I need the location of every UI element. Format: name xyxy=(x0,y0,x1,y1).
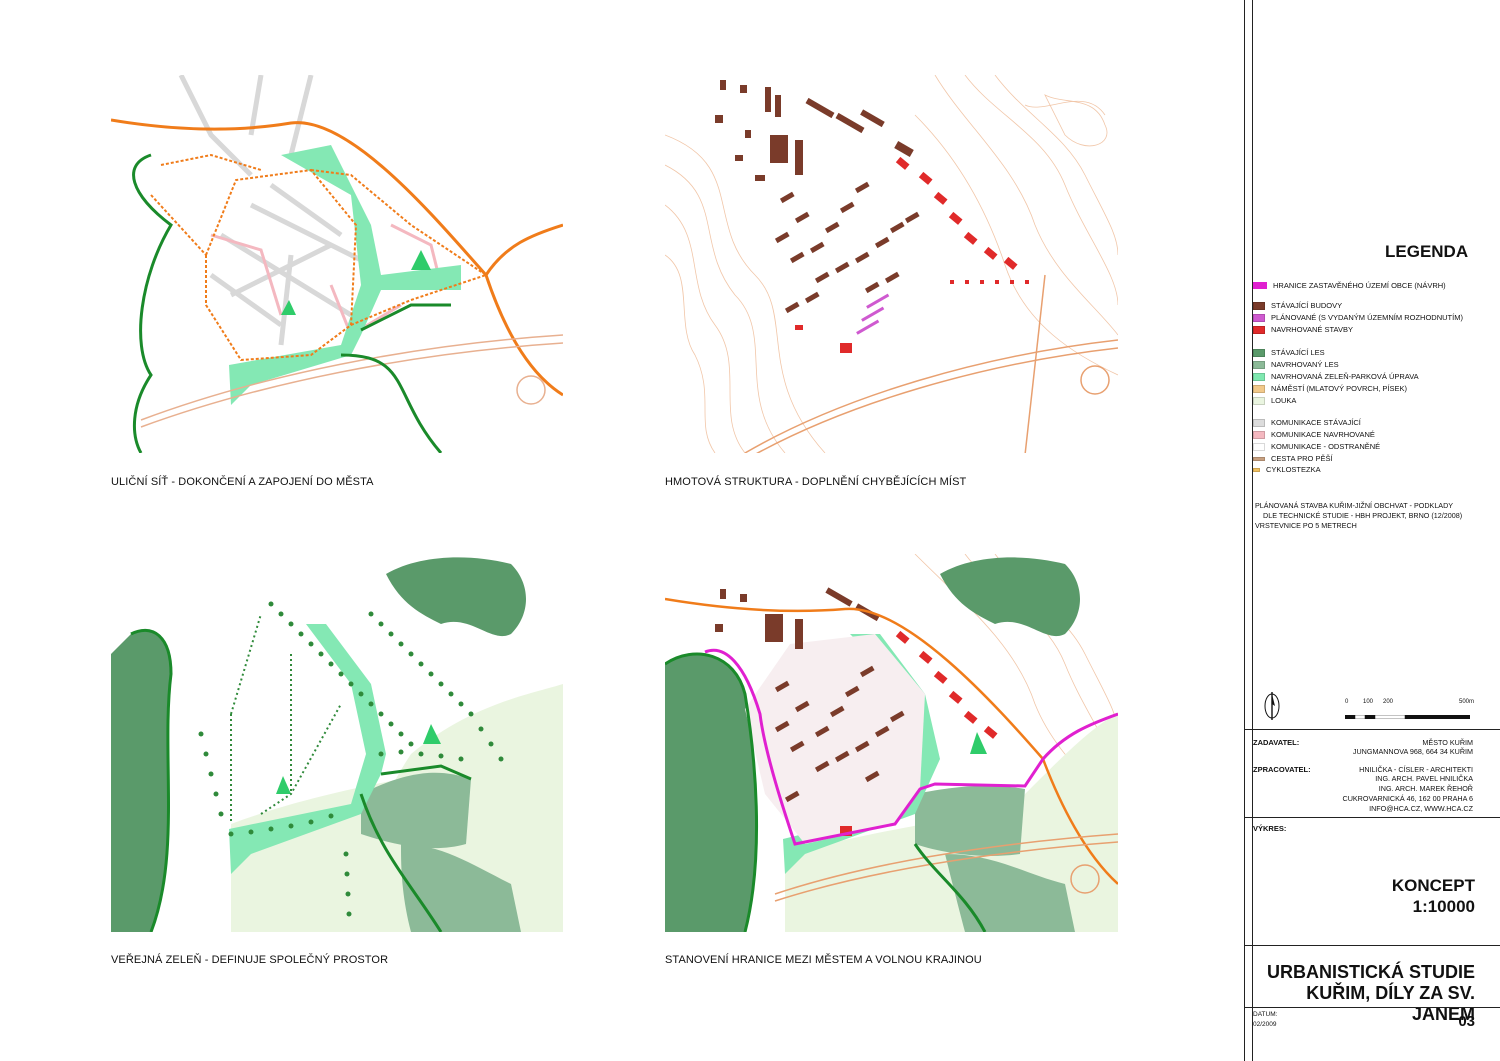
legend-swatch xyxy=(1253,313,1265,322)
legend-swatch xyxy=(1253,282,1267,289)
legend-note-3: VRSTEVNICE PO 5 METRECH xyxy=(1255,521,1357,530)
legend-label: NAVRHOVANÝ LES xyxy=(1271,360,1339,369)
scale-label-500: 500m xyxy=(1459,699,1475,705)
legend-swatch xyxy=(1253,301,1265,310)
legend-item: NAVRHOVANÉ STAVBY xyxy=(1253,325,1353,334)
legend-swatch xyxy=(1253,396,1265,405)
legend-swatch xyxy=(1253,456,1265,461)
legend-swatch xyxy=(1253,442,1265,451)
legend-label: CYKLOSTEZKA xyxy=(1266,465,1321,474)
drawing-scale: 1:10000 xyxy=(1412,897,1475,916)
zadavatel-address: JUNGMANNOVA 968, 664 34 KUŘIM xyxy=(1352,747,1473,756)
rule-2 xyxy=(1245,817,1500,818)
scale-bar xyxy=(1345,706,1470,720)
legend-swatch xyxy=(1253,372,1265,381)
legend-swatch xyxy=(1253,325,1265,334)
caption-public-green: VEŘEJNÁ ZELEŇ - DEFINUJE SPOLEČNÝ PROSTO… xyxy=(111,954,389,966)
legend-swatch xyxy=(1253,430,1265,439)
zadavatel-label: ZADAVATEL: xyxy=(1253,738,1300,747)
legend-item: NÁMĚSTÍ (MLATOVÝ POVRCH, PÍSEK) xyxy=(1253,384,1407,393)
scale-label-100: 100 xyxy=(1363,699,1374,705)
map-public-green xyxy=(111,554,563,932)
zadavatel-name: MĚSTO KUŘIM xyxy=(1422,738,1473,747)
caption-mass-structure: HMOTOVÁ STRUKTURA - DOPLNĚNÍ CHYBĚJÍCÍCH… xyxy=(665,476,967,488)
sheet-number: 03 xyxy=(1458,1013,1475,1030)
rule-1 xyxy=(1245,729,1500,730)
legend-note-1: PLÁNOVANÁ STAVBA KUŘIM-JIŽNÍ OBCHVAT - P… xyxy=(1255,501,1454,510)
legend-label: NAVRHOVANÉ STAVBY xyxy=(1271,325,1353,334)
legend-label: NÁMĚSTÍ (MLATOVÝ POVRCH, PÍSEK) xyxy=(1271,384,1407,393)
legend-label: KOMUNIKACE NAVRHOVANÉ xyxy=(1271,430,1375,439)
scale-label-0: 0 xyxy=(1345,699,1349,705)
zpracovatel-line-1: HNILIČKA - CÍSLER - ARCHITEKTI xyxy=(1359,765,1473,774)
legend-label: KOMUNIKACE STÁVAJÍCÍ xyxy=(1271,418,1361,427)
legend-item: KOMUNIKACE NAVRHOVANÉ xyxy=(1253,430,1375,439)
legend-label: STÁVAJÍCÍ LES xyxy=(1271,348,1325,357)
legend-swatch xyxy=(1253,418,1265,427)
panel-inner-rule xyxy=(1252,0,1253,1061)
zpracovatel-line-2: ING. ARCH. PAVEL HNILIČKA xyxy=(1375,774,1473,783)
rule-3 xyxy=(1245,945,1500,946)
legend-swatch xyxy=(1253,348,1265,357)
legend-item: KOMUNIKACE - ODSTRANĚNÉ xyxy=(1253,442,1380,451)
datum-label: DATUM: xyxy=(1253,1011,1278,1018)
zpracovatel-line-3: ING. ARCH. MAREK ŘEHOŘ xyxy=(1378,784,1473,793)
legend-item: PLÁNOVANÉ (S VYDANÝM ÚZEMNÍM ROZHODNUTÍM… xyxy=(1253,313,1463,322)
map-mass-structure xyxy=(665,75,1118,453)
legend-label: HRANICE ZASTAVĚNÉHO ÚZEMÍ OBCE (NÁVRH) xyxy=(1273,281,1446,290)
datum-value: 02/2009 xyxy=(1253,1021,1277,1028)
zpracovatel-line-4: CUKROVARNICKÁ 46, 162 00 PRAHA 6 xyxy=(1342,794,1474,803)
caption-street-network: ULIČNÍ SÍŤ - DOKONČENÍ A ZAPOJENÍ DO MĚS… xyxy=(111,476,374,488)
map-street-network xyxy=(111,75,563,453)
legend-item: STÁVAJÍCÍ LES xyxy=(1253,348,1325,357)
vykres-label: VÝKRES: xyxy=(1253,824,1287,833)
project-title-line-2: KUŘIM, DÍLY ZA SV. JANEM xyxy=(1306,983,1475,1024)
legend-swatch xyxy=(1253,467,1260,472)
legend-label: CESTA PRO PĚŠÍ xyxy=(1271,454,1333,463)
legend-item: LOUKA xyxy=(1253,396,1296,405)
zpracovatel-label: ZPRACOVATEL: xyxy=(1253,765,1311,774)
legend-swatch xyxy=(1253,384,1265,393)
legend-item: STÁVAJÍCÍ BUDOVY xyxy=(1253,301,1342,310)
caption-city-boundary: STANOVENÍ HRANICE MEZI MĚSTEM A VOLNOU K… xyxy=(665,954,982,966)
legend-label: STÁVAJÍCÍ BUDOVY xyxy=(1271,301,1343,310)
legend-swatch xyxy=(1253,360,1265,369)
legend-item: KOMUNIKACE STÁVAJÍCÍ xyxy=(1253,418,1361,427)
project-title-line-1: URBANISTICKÁ STUDIE xyxy=(1266,962,1475,982)
legend-item: HRANICE ZASTAVĚNÉHO ÚZEMÍ OBCE (NÁVRH) xyxy=(1253,281,1446,290)
legend-label: KOMUNIKACE - ODSTRANĚNÉ xyxy=(1271,442,1381,451)
legend-label: PLÁNOVANÉ (S VYDANÝM ÚZEMNÍM ROZHODNUTÍM… xyxy=(1271,313,1463,322)
legend-note-2: DLE TECHNICKÉ STUDIE - HBH PROJEKT, BRNO… xyxy=(1263,511,1463,520)
title-block: LEGENDA HRANICE ZASTAVĚNÉHO ÚZEMÍ OBCE (… xyxy=(1244,0,1500,1061)
legend-label: LOUKA xyxy=(1271,396,1297,405)
zpracovatel-line-5: INFO@HCA.CZ, WWW.HCA.CZ xyxy=(1369,804,1473,813)
map-city-boundary xyxy=(665,554,1118,932)
legend-title: LEGENDA xyxy=(1385,242,1469,261)
legend-item: NAVRHOVANÝ LES xyxy=(1253,360,1339,369)
legend-item: CESTA PRO PĚŠÍ xyxy=(1253,454,1333,463)
rule-4 xyxy=(1245,1007,1500,1008)
north-arrow-icon xyxy=(1259,690,1285,727)
drawing-name: KONCEPT xyxy=(1391,876,1475,895)
scale-label-200: 200 xyxy=(1383,699,1394,705)
legend-item: CYKLOSTEZKA xyxy=(1253,465,1321,474)
legend-label: NAVRHOVANÁ ZELEŇ-PARKOVÁ ÚPRAVA xyxy=(1271,372,1419,381)
legend-item: NAVRHOVANÁ ZELEŇ-PARKOVÁ ÚPRAVA xyxy=(1253,372,1419,381)
